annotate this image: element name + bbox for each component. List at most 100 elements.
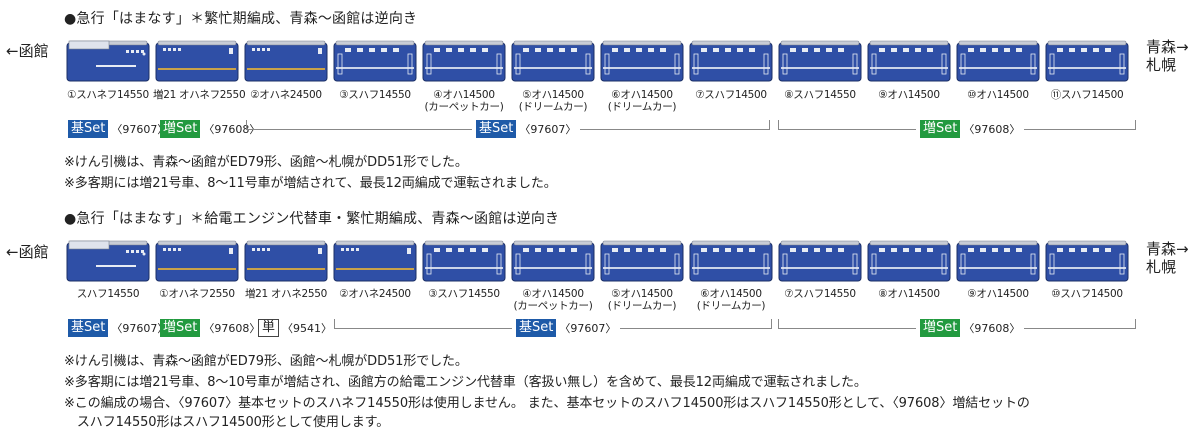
car-label: ⑥オハ14500(ドリームカー) — [598, 89, 686, 113]
kiso-set-tag: 基Set — [476, 120, 517, 138]
car-name: 増21 オハネフ2550 — [153, 89, 246, 101]
car-6 — [511, 40, 595, 82]
car-label: ⑧オハ14500 — [865, 288, 953, 300]
right-end-line-2: 札幌 — [1146, 258, 1177, 276]
car-name: ⑧オハ14500 — [878, 288, 940, 300]
car-label: 増21 オハネ2550 — [242, 288, 330, 300]
car-subtitle: (カーペットカー) — [424, 101, 504, 113]
car-label: ⑦スハフ14550 — [776, 288, 864, 300]
car-8 — [689, 40, 773, 82]
car-subtitle: (カーペットカー) — [513, 300, 593, 312]
set-code: 〈97608〉 — [203, 322, 261, 335]
car-name: ⑨オハ14500 — [878, 89, 940, 101]
car-6 — [511, 240, 595, 282]
car-subtitle: (ドリームカー) — [607, 101, 677, 113]
car-4 — [333, 40, 417, 82]
car-1 — [66, 40, 150, 82]
section-2-badge-kiso-range: 基Set 〈97607〉 — [512, 319, 621, 337]
car-name: 増21 オハネ2550 — [244, 288, 328, 300]
car-name: ④オハ14500 — [433, 89, 495, 101]
car-name: スハフ14550 — [76, 288, 140, 300]
car-label: ⑤オハ14500(ドリームカー) — [509, 89, 597, 113]
car-label: ②オハネ24500 — [242, 89, 330, 101]
section-2-title: ●急行「はまなす」＊給電エンジン代替車・繁忙期編成、青森〜函館は逆向き — [64, 211, 560, 227]
car-4 — [333, 240, 417, 282]
car-5 — [422, 40, 506, 82]
car-subtitle: (ドリームカー) — [696, 300, 766, 312]
right-end-line-1: 青森→ — [1146, 38, 1189, 56]
car-name: ②オハネ24500 — [250, 89, 322, 101]
section-2-right-end: 青森→ 札幌 — [1146, 240, 1189, 276]
car-label: ⑨オハ14500 — [954, 288, 1042, 300]
car-name: ①スハネフ14550 — [67, 89, 149, 101]
car-subtitle: (ドリームカー) — [607, 300, 677, 312]
section-1-badge-zou-range: 増Set 〈97608〉 — [916, 120, 1025, 138]
section-2-note-4: スハフ14550形はスハフ14500形として使用します。 — [64, 415, 390, 430]
section-1-badge-kiso-range: 基Set 〈97607〉 — [472, 120, 581, 138]
right-end-line-1: 青森→ — [1146, 240, 1189, 258]
car-label: ⑦スハフ14500 — [687, 89, 775, 101]
kiso-set-tag: 基Set — [68, 120, 109, 138]
car-name: ⑩スハフ14500 — [1051, 288, 1123, 300]
car-name: ⑤オハ14500 — [522, 89, 584, 101]
car-3 — [244, 40, 328, 82]
car-label: ⑩スハフ14500 — [1043, 288, 1131, 300]
car-3 — [244, 240, 328, 282]
set-code: 〈97607〉 — [111, 123, 169, 136]
car-name: ⑤オハ14500 — [611, 288, 673, 300]
section-1-right-end: 青森→ 札幌 — [1146, 38, 1189, 74]
kiso-set-tag: 基Set — [68, 319, 109, 337]
car-label: ⑩オハ14500 — [954, 89, 1042, 101]
car-label: 増21 オハネフ2550 — [153, 89, 246, 101]
car-label: ③スハフ14550 — [331, 89, 419, 101]
car-7 — [600, 40, 684, 82]
section-2-left-end: ←函館 — [6, 243, 49, 261]
car-subtitle: (ドリームカー) — [518, 101, 588, 113]
car-11 — [956, 240, 1040, 282]
section-2-note-3: ※この編成の場合、〈97607〉基本セットのスハネフ14550形は使用しません。… — [64, 396, 1030, 411]
section-1-title: ●急行「はまなす」＊繁忙期編成、青森〜函館は逆向き — [64, 11, 418, 27]
section-2-badge-zou: 増Set 〈97608〉 — [160, 319, 260, 337]
car-9 — [778, 240, 862, 282]
car-label: ⑥オハ14500(ドリームカー) — [687, 288, 775, 312]
set-code: 〈97608〉 — [963, 123, 1021, 136]
zou-set-tag: 増Set — [160, 120, 201, 138]
car-9 — [778, 40, 862, 82]
zou-set-tag: 増Set — [920, 319, 961, 337]
car-label: ④オハ14500(カーペットカー) — [509, 288, 597, 312]
section-2-note-2: ※多客期には増21号車、8〜10号車が増結され、函館方の給電エンジン代替車（客扱… — [64, 375, 867, 390]
car-name: ③スハフ14550 — [339, 89, 411, 101]
car-12 — [1045, 240, 1129, 282]
car-7 — [600, 240, 684, 282]
set-code: 〈97607〉 — [519, 123, 577, 136]
section-1-left-end: ←函館 — [6, 42, 49, 60]
section-2-note-1: ※けん引機は、青森〜函館がED79形、函館〜札幌がDD51形でした。 — [64, 354, 468, 369]
car-5 — [422, 240, 506, 282]
car-name: ⑥オハ14500 — [611, 89, 673, 101]
section-1-badge-kiso: 基Set 〈97607〉 — [68, 120, 168, 138]
car-12 — [1045, 40, 1129, 82]
car-name: ⑪スハフ14500 — [1050, 89, 1124, 101]
set-code: 〈97607〉 — [559, 322, 617, 335]
car-label: ⑪スハフ14500 — [1043, 89, 1131, 101]
car-label: ①オハネフ2550 — [153, 288, 241, 300]
car-name: ⑦スハフ14500 — [695, 89, 767, 101]
car-2 — [155, 40, 239, 82]
car-name: ③スハフ14550 — [428, 288, 500, 300]
tan-tag: 単 — [258, 319, 280, 337]
section-1-note-1: ※けん引機は、青森〜函館がED79形、函館〜札幌がDD51形でした。 — [64, 155, 468, 170]
car-name: ①オハネフ2550 — [159, 288, 235, 300]
car-name: ⑦スハフ14550 — [784, 288, 856, 300]
car-10 — [867, 240, 951, 282]
car-label: ③スハフ14550 — [420, 288, 508, 300]
car-label: ②オハネ24500 — [331, 288, 419, 300]
zou-set-tag: 増Set — [160, 319, 201, 337]
car-label: スハフ14550 — [64, 288, 152, 300]
car-11 — [956, 40, 1040, 82]
car-label: ④オハ14500(カーペットカー) — [420, 89, 508, 113]
car-name: ④オハ14500 — [522, 288, 584, 300]
right-end-line-2: 札幌 — [1146, 56, 1177, 74]
car-name: ⑧スハフ14550 — [784, 89, 856, 101]
section-2-badge-zou-range: 増Set 〈97608〉 — [916, 319, 1025, 337]
car-label: ⑤オハ14500(ドリームカー) — [598, 288, 686, 312]
